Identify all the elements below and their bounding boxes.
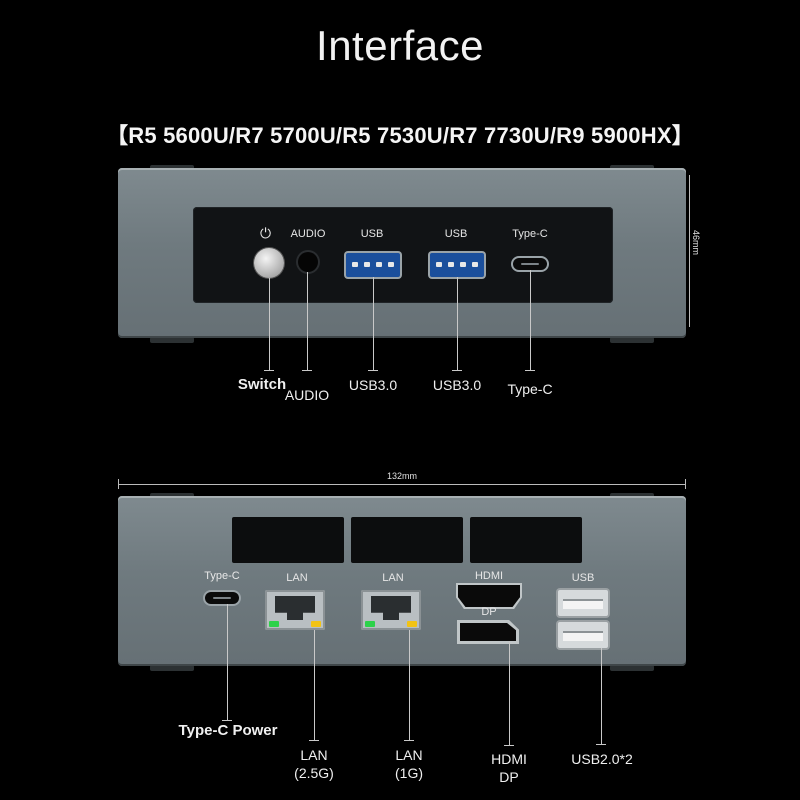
led-green xyxy=(365,621,375,627)
device-foot xyxy=(610,337,654,343)
usb3-port[interactable] xyxy=(430,253,484,277)
usb3-port[interactable] xyxy=(346,253,400,277)
lan-2-5g-port[interactable] xyxy=(265,590,325,630)
device-foot xyxy=(150,337,194,343)
usb-pins xyxy=(352,262,394,267)
typec-port-label: Type-C xyxy=(512,228,548,240)
typec-callout: Type-C xyxy=(507,381,553,397)
hdmi-port-label: HDMI xyxy=(474,570,504,582)
callout-tick xyxy=(222,720,232,721)
callout-line xyxy=(530,270,531,370)
hdmi-callout-line1: HDMI xyxy=(491,751,527,767)
callout-tick xyxy=(596,744,606,745)
lan-2-5g-callout: LAN (2.5G) xyxy=(284,746,344,782)
usb-port-label: USB xyxy=(444,228,468,240)
usb-pins xyxy=(436,262,478,267)
callout-tick xyxy=(452,370,462,371)
typec-power-port[interactable] xyxy=(205,592,239,604)
hdmi-port[interactable] xyxy=(458,585,520,607)
lan-callout-line2: (2.5G) xyxy=(294,765,334,781)
usb2-port[interactable] xyxy=(558,622,608,648)
usb3-callout: USB3.0 xyxy=(348,377,398,393)
vent-grille xyxy=(351,517,463,563)
typec-power-callout: Type-C Power xyxy=(178,722,278,739)
led-yellow xyxy=(407,621,417,627)
callout-tick xyxy=(309,740,319,741)
callout-line xyxy=(457,277,458,370)
usb-tongue xyxy=(563,631,603,641)
callout-line xyxy=(373,277,374,370)
callout-line xyxy=(601,648,602,744)
callout-tick xyxy=(404,740,414,741)
callout-line xyxy=(307,272,308,370)
hdmi-callout-line2: DP xyxy=(499,769,519,785)
callout-line xyxy=(509,641,510,745)
lan-port-label: LAN xyxy=(286,572,308,584)
led-green xyxy=(269,621,279,627)
width-dimension-end xyxy=(685,479,686,489)
device-foot xyxy=(150,665,194,671)
callout-tick xyxy=(525,370,535,371)
rj45-socket xyxy=(371,596,411,620)
callout-tick xyxy=(504,745,514,746)
callout-line xyxy=(227,604,228,720)
usb-tongue xyxy=(563,599,603,609)
lan-callout-line1: LAN xyxy=(395,747,423,763)
page-title: Interface xyxy=(316,22,484,69)
usb2-port[interactable] xyxy=(558,590,608,616)
cpu-models: 【R5 5600U/R7 5700U/R5 7530U/R7 7730U/R9 … xyxy=(106,123,694,148)
width-dimension-line xyxy=(118,484,686,485)
callout-tick xyxy=(302,370,312,371)
usb3-callout: USB3.0 xyxy=(432,377,482,393)
width-dimension: 132mm xyxy=(386,471,417,481)
height-dimension: 46mm xyxy=(691,230,701,256)
typec-port[interactable] xyxy=(513,258,547,270)
callout-tick xyxy=(264,370,274,371)
lan-callout-line2: (1G) xyxy=(395,765,423,781)
callout-tick xyxy=(368,370,378,371)
vent-grille xyxy=(232,517,344,563)
lan-port-label: LAN xyxy=(382,572,404,584)
switch-callout: Switch xyxy=(237,376,287,393)
lan-callout-line1: LAN xyxy=(300,747,328,763)
rj45-socket xyxy=(275,596,315,620)
callout-line xyxy=(269,278,270,370)
usb2-callout: USB2.0*2 xyxy=(571,751,633,767)
vent-grille xyxy=(470,517,582,563)
hdmi-dp-callout: HDMI DP xyxy=(479,750,539,786)
width-dimension-end xyxy=(118,479,119,489)
dp-port[interactable] xyxy=(460,623,516,641)
typec-port-label: Type-C xyxy=(204,570,240,582)
audio-jack[interactable] xyxy=(298,252,318,272)
dp-port-label: DP xyxy=(481,606,497,618)
power-icon: ⏻ xyxy=(260,225,272,241)
audio-port-label: AUDIO xyxy=(290,228,326,240)
audio-callout: AUDIO xyxy=(284,387,330,403)
led-yellow xyxy=(311,621,321,627)
device-foot xyxy=(610,665,654,671)
callout-line xyxy=(409,630,410,740)
usb-port-label: USB xyxy=(360,228,384,240)
lan-1g-callout: LAN (1G) xyxy=(379,746,439,782)
callout-line xyxy=(314,630,315,740)
usb-port-label: USB xyxy=(571,572,595,584)
power-button[interactable] xyxy=(254,248,284,278)
lan-1g-port[interactable] xyxy=(361,590,421,630)
height-dimension-line xyxy=(689,175,690,327)
